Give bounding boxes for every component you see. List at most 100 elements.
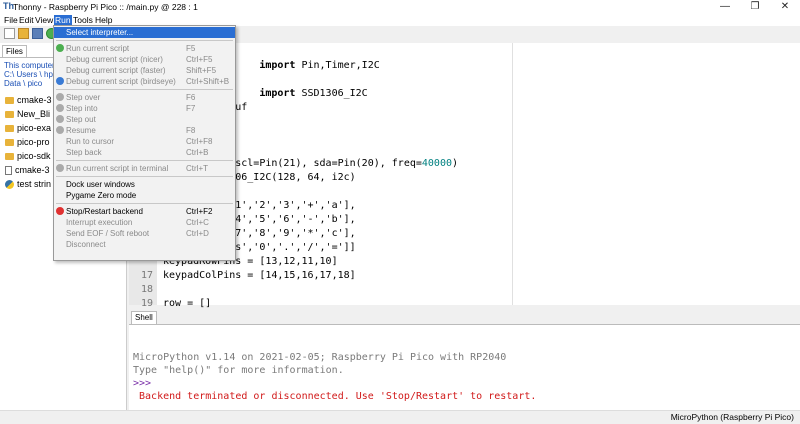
code-text: s','0','.','/','=']] xyxy=(163,242,356,253)
menu-edit[interactable]: Edit xyxy=(19,15,34,25)
menu-item-label: Interrupt execution xyxy=(66,218,133,227)
code-text: keypadColPins = [14,15,16,17,18] xyxy=(163,270,356,281)
file-tree-item[interactable]: cmake-3 xyxy=(5,94,52,106)
menu-item-label: Dock user windows xyxy=(66,180,135,189)
file-tree-item[interactable]: pico-pro xyxy=(5,136,50,148)
title-bar: Th Thonny - Raspberry Pi Pico :: /main.p… xyxy=(0,0,800,14)
menu-view[interactable]: View xyxy=(35,15,54,25)
menu-item-shortcut: Ctrl+F8 xyxy=(186,137,213,146)
file-tree-item[interactable]: test strin xyxy=(5,178,51,190)
interpreter-status[interactable]: MicroPython (Raspberry Pi Pico) xyxy=(670,412,794,422)
save-file-icon[interactable] xyxy=(32,28,43,39)
path-pico[interactable]: Data \ pico xyxy=(4,79,43,88)
menu-file[interactable]: File xyxy=(4,15,18,25)
file-icon xyxy=(5,166,12,176)
code-text: import SSD1306_I2C xyxy=(259,88,368,99)
folder-icon xyxy=(5,125,14,133)
path-users[interactable]: C:\ Users \ hp \ xyxy=(4,70,58,79)
resume-icon xyxy=(56,126,64,134)
code-line: 1','2','3','+','a'], xyxy=(131,199,355,213)
menu-item-shortcut: F7 xyxy=(186,104,196,113)
menu-item-debug-current-script-nicer[interactable]: Debug current script (nicer)Ctrl+F5 xyxy=(54,54,235,65)
menu-separator xyxy=(56,176,233,177)
files-tab[interactable]: Files xyxy=(2,45,27,57)
shell-tab[interactable]: Shell xyxy=(131,311,157,324)
step-out-icon xyxy=(56,115,64,123)
menu-item-debug-current-script-birdseye[interactable]: Debug current script (birdseye)Ctrl+Shif… xyxy=(54,76,235,87)
menu-item-select-interpreter[interactable]: Select interpreter... xyxy=(54,27,235,38)
folder-icon xyxy=(5,139,14,147)
menu-item-shortcut: Ctrl+F2 xyxy=(186,207,213,216)
file-tree-item[interactable]: cmake-3 xyxy=(5,164,50,176)
restore-icon[interactable]: ❐ xyxy=(750,1,760,12)
code-line: scl=Pin(21), sda=Pin(20), freq=40000) xyxy=(131,157,458,171)
shell-output-line: Backend terminated or disconnected. Use … xyxy=(133,391,537,402)
menu-separator xyxy=(56,40,233,41)
code-line: 19 row = [] xyxy=(131,297,211,311)
menu-item-label: Step into xyxy=(66,104,98,113)
editor-right-margin xyxy=(512,43,513,305)
menu-item-shortcut: Ctrl+B xyxy=(186,148,209,157)
menu-separator xyxy=(56,89,233,90)
file-tree-item[interactable]: New_Bli xyxy=(5,108,50,120)
folder-icon xyxy=(5,153,14,161)
menu-item-shortcut: F5 xyxy=(186,44,196,53)
menu-item-label: Debug current script (faster) xyxy=(66,66,166,75)
code-text: row = [] xyxy=(163,298,212,309)
menu-item-label: Select interpreter... xyxy=(66,28,134,37)
open-file-icon[interactable] xyxy=(18,28,29,39)
path-this-computer[interactable]: This computer xyxy=(4,61,55,70)
code-text: 4','5','6','-','b'], xyxy=(163,214,356,225)
menu-item-pygame-zero-mode[interactable]: Pygame Zero mode xyxy=(54,190,235,201)
menu-separator xyxy=(56,203,233,204)
close-icon[interactable]: ✕ xyxy=(780,1,790,12)
menu-item-step-into[interactable]: Step into F7 xyxy=(54,103,235,114)
code-text: uf xyxy=(235,102,248,113)
code-editor[interactable]: import Pin,Timer,I2C import SSD1306_I2C … xyxy=(129,43,800,309)
menu-item-label: Pygame Zero mode xyxy=(66,191,137,200)
menu-item-shortcut: F6 xyxy=(186,93,196,102)
minimize-icon[interactable]: — xyxy=(720,1,730,12)
code-text: scl=Pin(21), sda=Pin(20), freq=40000) xyxy=(163,158,459,169)
menu-item-step-out[interactable]: Step out xyxy=(54,114,235,125)
menu-help[interactable]: Help xyxy=(95,15,113,25)
menu-item-dock-user-windows[interactable]: Dock user windows xyxy=(54,179,235,190)
folder-icon xyxy=(5,97,14,105)
menu-item-disconnect[interactable]: Disconnect xyxy=(54,239,235,250)
stop-icon xyxy=(56,207,64,215)
code-line: 4','5','6','-','b'], xyxy=(131,213,356,227)
shell-output-line: Type "help()" for more information. xyxy=(133,365,344,376)
menu-item-label: Step back xyxy=(66,148,102,157)
menu-item-run-current-script[interactable]: Run current script F5 xyxy=(54,43,235,54)
run-icon xyxy=(56,44,64,52)
shell-header: Shell xyxy=(129,310,800,324)
code-line: import SSD1306_I2C xyxy=(131,87,368,101)
thonny-app-icon: Th xyxy=(3,1,14,11)
menu-item-step-back[interactable]: Step back Ctrl+B xyxy=(54,147,235,158)
menu-tools[interactable]: Tools xyxy=(73,15,93,25)
menu-separator xyxy=(56,160,233,161)
menu-item-label: Run current script xyxy=(66,44,130,53)
code-text: 7','8','9','*','c'], xyxy=(163,228,356,239)
code-line: keypadRowPins = [13,12,11,10] xyxy=(131,255,338,269)
new-file-icon[interactable] xyxy=(4,28,15,39)
file-tree-item[interactable]: pico-sdk xyxy=(5,150,51,162)
shell-console[interactable]: MicroPython v1.14 on 2021-02-05; Raspber… xyxy=(129,324,800,411)
menu-item-debug-current-script-faster[interactable]: Debug current script (faster)Shift+F5 xyxy=(54,65,235,76)
file-tree-item[interactable]: pico-exa xyxy=(5,122,51,134)
birdseye-icon xyxy=(56,77,64,85)
python-file-icon xyxy=(5,180,14,190)
line-number: 19 xyxy=(140,298,153,309)
line-number: 18 xyxy=(140,284,153,295)
menu-item-label: Resume xyxy=(66,126,96,135)
menu-item-shortcut: Ctrl+F5 xyxy=(186,55,213,64)
menu-run[interactable]: Run xyxy=(54,15,72,26)
shell-output-line: MicroPython v1.14 on 2021-02-05; Raspber… xyxy=(133,352,507,363)
